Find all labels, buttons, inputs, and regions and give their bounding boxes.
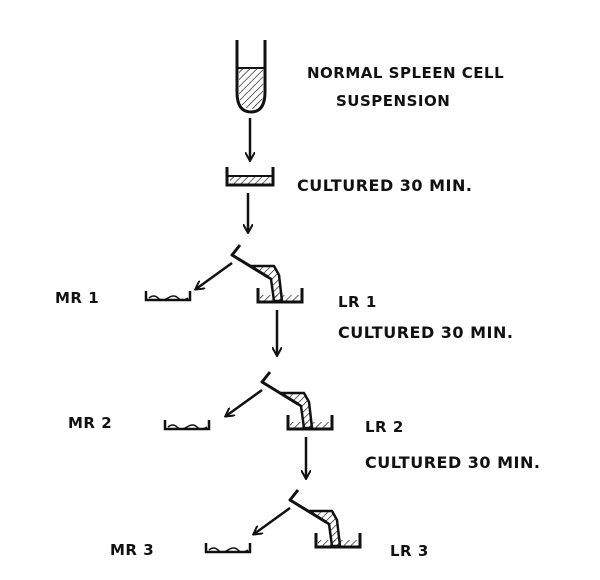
mr2-dish-icon — [163, 418, 211, 431]
separation-stage-2 — [226, 372, 332, 429]
start-label-line2: SUSPENSION — [336, 92, 451, 110]
mr1-dish-icon — [144, 289, 192, 302]
lr3-label: LR 3 — [390, 542, 429, 560]
mr3-dish-icon — [204, 541, 252, 554]
mr2-label: MR 2 — [68, 414, 113, 432]
cultured-label-0: CULTURED 30 MIN. — [297, 176, 473, 195]
lr2-label: LR 2 — [365, 418, 404, 436]
mr1-label: MR 1 — [55, 289, 100, 307]
cultured-label-1: CULTURED 30 MIN. — [338, 323, 514, 342]
mr3-label: MR 3 — [110, 541, 155, 559]
test-tube-icon — [235, 40, 267, 114]
start-label-line1: NORMAL SPLEEN CELL — [307, 64, 505, 82]
separation-stage-1 — [196, 245, 302, 302]
lr1-label: LR 1 — [338, 293, 377, 311]
cultured-label-2: CULTURED 30 MIN. — [365, 453, 541, 472]
culture-dish-icon — [225, 167, 275, 187]
separation-stage-3 — [254, 490, 360, 547]
